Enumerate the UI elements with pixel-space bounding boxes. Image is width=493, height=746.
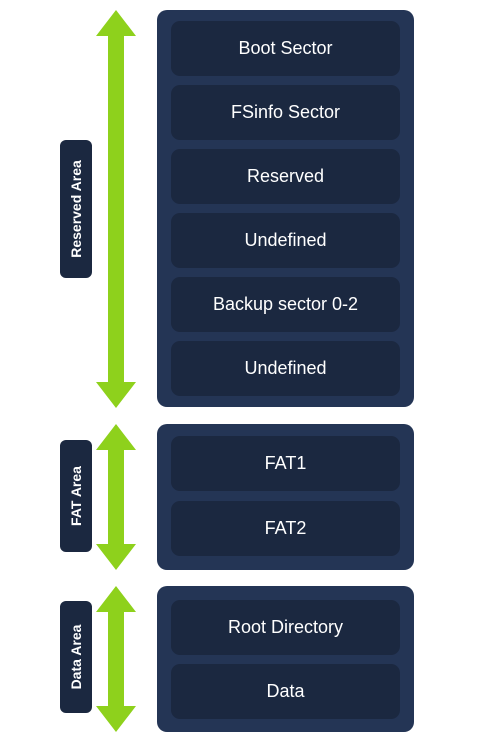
- data-area-double-arrow-icon: [96, 586, 136, 732]
- cell-backup-sector: Backup sector 0-2: [171, 277, 400, 332]
- cell-root-directory: Root Directory: [171, 600, 400, 655]
- data-area-label: Data Area: [60, 601, 92, 713]
- reserved-area-label-text: Reserved Area: [68, 160, 84, 258]
- cell-data: Data: [171, 664, 400, 719]
- cell-undefined-2: Undefined: [171, 341, 400, 396]
- cell-fat2: FAT2: [171, 501, 400, 556]
- cell-boot-sector: Boot Sector: [171, 21, 400, 76]
- fat-area-double-arrow-icon: [96, 424, 136, 570]
- cell-fsinfo-sector: FSinfo Sector: [171, 85, 400, 140]
- cell-fat1: FAT1: [171, 436, 400, 491]
- fat-area-label: FAT Area: [60, 440, 92, 552]
- fat-area-label-text: FAT Area: [68, 466, 84, 526]
- fat-area-block: FAT1 FAT2: [157, 424, 414, 570]
- reserved-area-double-arrow-icon: [96, 10, 136, 408]
- data-area-block: Root Directory Data: [157, 586, 414, 732]
- cell-reserved: Reserved: [171, 149, 400, 204]
- cell-undefined-1: Undefined: [171, 213, 400, 268]
- reserved-area-label: Reserved Area: [60, 140, 92, 278]
- data-area-label-text: Data Area: [68, 624, 84, 690]
- reserved-area-block: Boot Sector FSinfo Sector Reserved Undef…: [157, 10, 414, 407]
